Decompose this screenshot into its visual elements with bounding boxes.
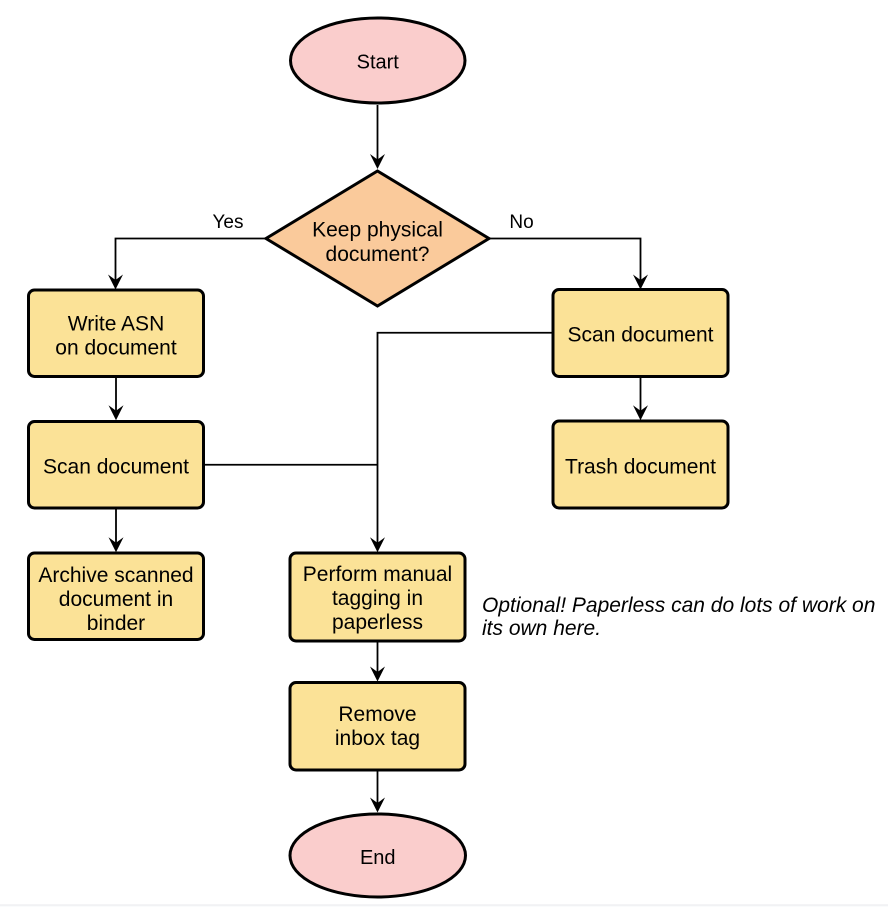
svg-text:tagging in: tagging in	[332, 587, 423, 610]
svg-text:Archive scanned: Archive scanned	[38, 564, 193, 587]
svg-text:Start: Start	[357, 52, 400, 74]
svg-text:Write ASN: Write ASN	[68, 313, 164, 336]
svg-text:Scan document: Scan document	[568, 324, 714, 347]
svg-text:End: End	[360, 847, 396, 869]
svg-text:document?: document?	[326, 243, 430, 266]
svg-text:Optional! Paperless can do lot: Optional! Paperless can do lots of work …	[482, 594, 875, 617]
svg-text:document in: document in	[59, 588, 173, 611]
svg-text:No: No	[509, 212, 533, 233]
svg-text:on document: on document	[55, 337, 177, 360]
svg-text:Remove: Remove	[338, 703, 416, 726]
svg-text:Scan document: Scan document	[43, 456, 189, 479]
svg-text:inbox tag: inbox tag	[335, 727, 420, 750]
svg-text:Trash document: Trash document	[565, 456, 716, 479]
svg-text:Keep physical: Keep physical	[312, 219, 443, 242]
svg-text:its own here.: its own here.	[482, 617, 601, 640]
svg-text:Yes: Yes	[213, 212, 244, 233]
svg-text:Perform manual: Perform manual	[303, 563, 452, 586]
svg-text:paperless: paperless	[332, 611, 423, 634]
svg-text:binder: binder	[87, 612, 145, 635]
